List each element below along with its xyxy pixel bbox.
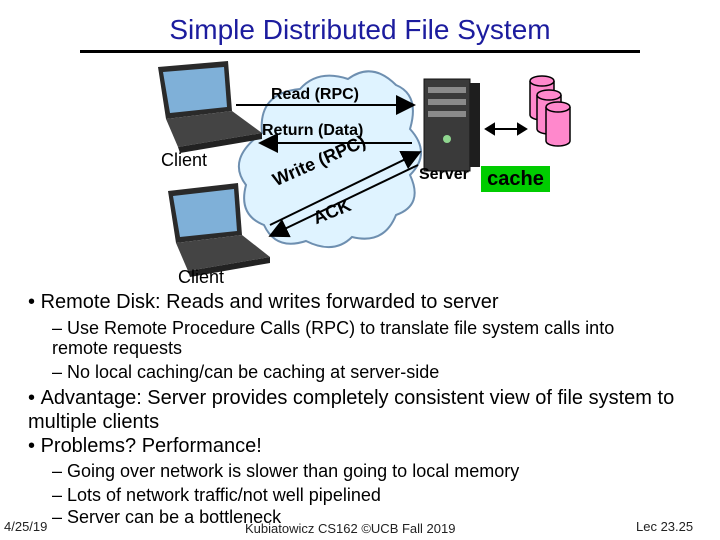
footer-date: 4/25/19	[4, 519, 48, 534]
server-tower-icon	[423, 78, 480, 172]
client-laptop-top-icon	[158, 61, 262, 153]
slide-title: Simple Distributed File System	[169, 14, 551, 45]
client-bottom-label: Client	[178, 267, 225, 287]
sub-bullet-network-slower: – Going over network is slower than goin…	[52, 461, 520, 481]
distributed-fs-diagram	[158, 61, 571, 277]
cache-label: cache	[481, 166, 550, 192]
sub-bullet-no-local-caching: – No local caching/can be caching at ser…	[52, 362, 440, 382]
title-underline	[80, 50, 640, 53]
client-laptop-bottom-icon	[168, 183, 270, 277]
ack-arrow	[268, 164, 419, 238]
write-arrow	[269, 151, 422, 226]
server-disk-arrow	[484, 122, 528, 136]
sub-bullet-network-traffic: – Lots of network traffic/not well pipel…	[52, 485, 381, 505]
bullet-remote-disk: • Remote Disk: Reads and writes forwarde…	[28, 291, 499, 313]
sub-bullet-rpc: – Use Remote Procedure Calls (RPC) to tr…	[52, 318, 615, 358]
footer-page-number: Lec 23.25	[636, 519, 694, 534]
server-label: Server	[419, 166, 469, 183]
disk-stack-icon	[529, 75, 571, 147]
bullet-problems: • Problems? Performance!	[28, 435, 262, 457]
network-cloud	[237, 70, 422, 248]
bullet-advantage: • Advantage: Server provides completely …	[28, 387, 675, 433]
client-top-label: Client	[161, 150, 208, 170]
sub-bullet-bottleneck: – Server can be a bottleneck	[52, 507, 282, 527]
footer-credit: Kubiatowicz CS162 ©UCB Fall 2019	[245, 521, 456, 536]
read-label: Read (RPC)	[271, 86, 360, 103]
return-label: Return (Data)	[262, 122, 364, 139]
